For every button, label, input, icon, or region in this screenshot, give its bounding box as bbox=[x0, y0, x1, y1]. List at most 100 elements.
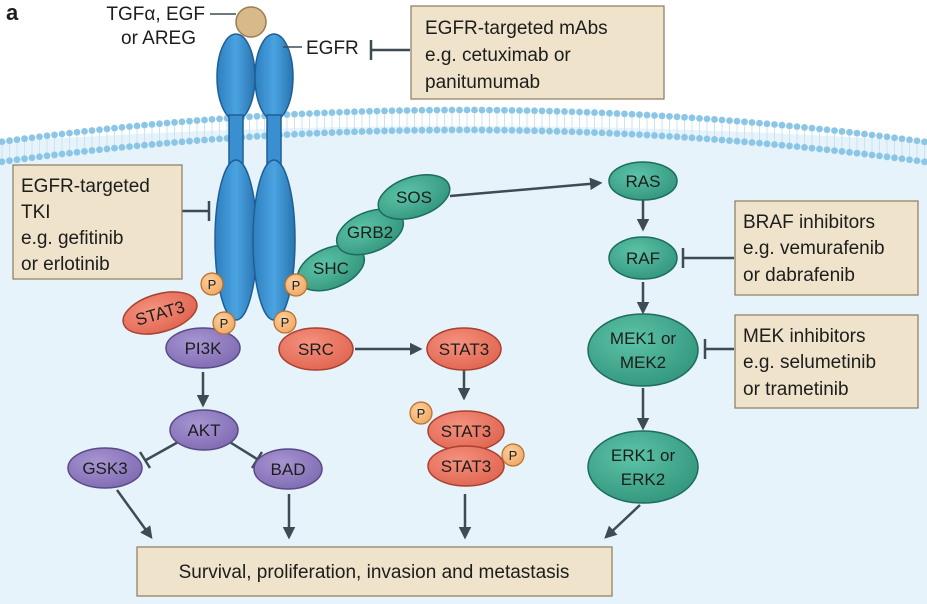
node-src-label: SRC bbox=[298, 340, 334, 359]
lipid-head bbox=[531, 127, 538, 135]
arrow-gsk3-outcome bbox=[115, 489, 153, 540]
lipid-head bbox=[373, 127, 381, 135]
lipid-head bbox=[118, 143, 126, 151]
svg-text:P: P bbox=[292, 278, 301, 293]
inhibition-akt-gsk3 bbox=[138, 439, 181, 469]
lipid-head bbox=[801, 124, 808, 131]
lipid-head bbox=[336, 128, 343, 136]
lipid-head bbox=[658, 132, 666, 140]
lipid-head bbox=[628, 110, 636, 118]
lipid-head bbox=[583, 108, 591, 116]
lipid-head bbox=[141, 121, 148, 129]
lipid-head bbox=[21, 135, 28, 143]
lipid-head bbox=[148, 121, 156, 128]
lipid-head bbox=[838, 148, 846, 155]
inhibition-mek bbox=[703, 339, 734, 359]
lipid-head bbox=[793, 143, 801, 151]
node-shc-label: SHC bbox=[313, 259, 349, 278]
lipid-head bbox=[598, 129, 606, 137]
lipid-head bbox=[508, 106, 516, 114]
lipid-head bbox=[411, 106, 418, 114]
lipid-head bbox=[711, 116, 718, 123]
lipid-head bbox=[516, 127, 523, 134]
lipid-head bbox=[73, 148, 81, 156]
ligand-circle bbox=[235, 6, 267, 38]
lipid-head bbox=[381, 107, 388, 115]
lipid-head bbox=[148, 141, 156, 148]
lipid-head bbox=[171, 119, 178, 126]
lipid-head bbox=[463, 106, 471, 114]
lipid-head bbox=[561, 128, 568, 135]
phospho-badge-pi3k: P bbox=[212, 311, 236, 335]
lipid-head bbox=[606, 129, 613, 137]
lipid-head bbox=[501, 126, 508, 134]
node-pi3k: PI3K bbox=[165, 327, 241, 369]
lipid-head bbox=[883, 133, 891, 141]
arrow-sos-ras bbox=[449, 177, 603, 198]
node-akt: AKT bbox=[169, 409, 239, 451]
lipid-head bbox=[133, 142, 141, 150]
lipid-head bbox=[861, 150, 868, 158]
node-akt-label: AKT bbox=[187, 421, 220, 440]
lipid-head bbox=[66, 149, 73, 157]
lipid-head bbox=[583, 128, 591, 136]
lipid-head bbox=[718, 116, 726, 124]
lipid-head bbox=[568, 108, 576, 116]
lipid-head bbox=[21, 155, 28, 163]
lipid-head bbox=[366, 107, 373, 115]
lipid-head bbox=[763, 120, 771, 128]
lipid-head bbox=[846, 148, 853, 156]
lipid-head bbox=[808, 144, 816, 152]
lipid-head bbox=[681, 133, 688, 141]
lipid-head bbox=[861, 130, 868, 138]
lipid-head bbox=[208, 136, 216, 143]
lipid-head bbox=[471, 126, 478, 134]
box-tki-line1: EGFR-targeted bbox=[21, 176, 150, 197]
activation-arrows bbox=[115, 177, 650, 540]
lipid-head bbox=[171, 139, 178, 146]
lipid-head bbox=[246, 133, 253, 141]
lipid-head bbox=[163, 139, 171, 147]
box-tki-line3: e.g. gefitinib bbox=[21, 228, 123, 249]
lipid-head bbox=[486, 126, 493, 134]
lipid-head bbox=[486, 106, 493, 114]
lipid-head bbox=[313, 129, 321, 137]
node-stat3-dimer-bottom: STAT3 bbox=[427, 445, 505, 487]
lipid-head bbox=[103, 125, 111, 133]
node-sos-label: SOS bbox=[396, 188, 432, 207]
lipid-head bbox=[591, 129, 598, 136]
lipid-head bbox=[43, 152, 51, 160]
lipid-head bbox=[816, 125, 823, 133]
lipid-head bbox=[358, 108, 366, 115]
lipid-head bbox=[336, 108, 343, 116]
node-src: SRC bbox=[278, 327, 354, 371]
lipid-head bbox=[748, 139, 756, 146]
inhibition-mabs bbox=[369, 40, 410, 60]
phospho-badge-stat3-dimer-bottom: P bbox=[501, 443, 525, 467]
lipid-head bbox=[178, 138, 186, 146]
lipid-head bbox=[673, 133, 681, 141]
lipid-head bbox=[696, 114, 703, 122]
lipid-head bbox=[88, 147, 96, 154]
lipid-head bbox=[216, 135, 223, 143]
node-mek-line1: MEK1 or bbox=[610, 329, 676, 348]
node-raf: RAF bbox=[608, 236, 678, 280]
lipid-head bbox=[36, 133, 43, 141]
lipid-head bbox=[396, 107, 403, 115]
lipid-head bbox=[771, 141, 778, 148]
inhibition-tki bbox=[182, 201, 211, 221]
lipid-head bbox=[876, 132, 883, 140]
lipid-head bbox=[328, 109, 336, 116]
lipid-head bbox=[0, 138, 6, 146]
lipid-head bbox=[253, 132, 261, 140]
node-stat3-dimer-top-label: STAT3 bbox=[441, 422, 491, 441]
lipid-head bbox=[891, 134, 898, 142]
lipid-head bbox=[246, 113, 253, 121]
lipid-head bbox=[253, 112, 261, 120]
lipid-head bbox=[178, 118, 186, 126]
inhibition-braf bbox=[681, 248, 734, 268]
egfr-receptor bbox=[214, 33, 296, 321]
phospho-badge-shc: P bbox=[284, 273, 308, 297]
lipid-head bbox=[456, 106, 463, 114]
lipid-head bbox=[921, 138, 927, 146]
